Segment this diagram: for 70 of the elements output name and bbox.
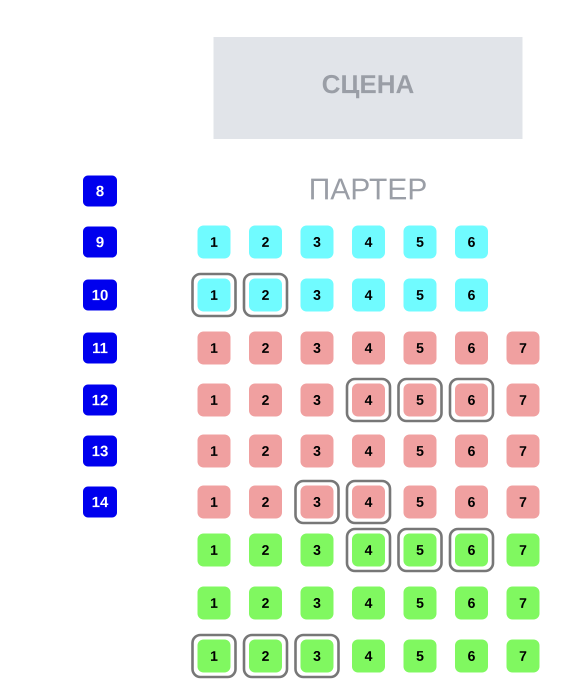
seat: 3 xyxy=(300,332,334,364)
seat: 1 xyxy=(198,534,230,566)
row-number: 14 xyxy=(83,486,117,518)
seat: 2 xyxy=(249,226,282,258)
seat: 4 xyxy=(352,332,385,364)
selected-seat: 3 xyxy=(294,634,340,678)
seat: 4 xyxy=(352,434,385,468)
selected-seat: 4 xyxy=(346,480,392,524)
selected-seat: 4 xyxy=(346,378,392,422)
seat: 1 xyxy=(198,226,230,258)
selected-seat: 2 xyxy=(242,634,288,678)
seat: 5 xyxy=(404,486,436,518)
seat: 6 xyxy=(455,226,488,258)
row-number: 12 xyxy=(83,384,117,416)
seat: 1 xyxy=(198,486,230,518)
seat: 4 xyxy=(352,586,385,620)
row-number: 10 xyxy=(83,280,117,310)
seat: 4 xyxy=(352,640,385,672)
seat: 1 xyxy=(198,332,230,364)
seat: 3 xyxy=(300,226,334,258)
seat: 6 xyxy=(455,640,488,672)
seat: 6 xyxy=(455,332,488,364)
seat: 2 xyxy=(249,332,282,364)
seat: 5 xyxy=(404,278,436,312)
row-number: 8 xyxy=(83,176,117,206)
selected-seat: 6 xyxy=(448,378,494,422)
seat: 6 xyxy=(455,586,488,620)
seat: 5 xyxy=(404,586,436,620)
seat: 5 xyxy=(404,434,436,468)
seat: 6 xyxy=(455,434,488,468)
seat: 7 xyxy=(506,534,540,566)
seat: 2 xyxy=(249,434,282,468)
seat: 2 xyxy=(249,586,282,620)
seat: 5 xyxy=(404,640,436,672)
row-number: 9 xyxy=(83,226,117,258)
seat: 4 xyxy=(352,278,385,312)
row-number: 13 xyxy=(83,436,117,466)
seat: 2 xyxy=(249,534,282,566)
seat: 3 xyxy=(300,434,334,468)
selected-seat: 3 xyxy=(294,480,340,524)
seat: 4 xyxy=(352,226,385,258)
seat: 5 xyxy=(404,332,436,364)
selected-seat: 5 xyxy=(397,378,443,422)
stage-box: СЦЕНА xyxy=(214,37,522,139)
selected-seat: 2 xyxy=(242,272,288,318)
selected-seat: 4 xyxy=(346,528,392,572)
seat: 1 xyxy=(198,586,230,620)
selected-seat: 1 xyxy=(191,272,237,318)
selected-seat: 6 xyxy=(448,528,494,572)
seat: 5 xyxy=(404,226,436,258)
seat: 3 xyxy=(300,586,334,620)
selected-seat: 5 xyxy=(397,528,443,572)
seat: 7 xyxy=(506,586,540,620)
seat: 7 xyxy=(506,640,540,672)
seat: 3 xyxy=(300,278,334,312)
seat: 7 xyxy=(506,384,540,416)
seat: 6 xyxy=(455,486,488,518)
seat: 2 xyxy=(249,384,282,416)
seat: 7 xyxy=(506,434,540,468)
seat: 1 xyxy=(198,434,230,468)
seat: 6 xyxy=(455,278,488,312)
seat: 7 xyxy=(506,332,540,364)
selected-seat: 1 xyxy=(191,634,237,678)
section-label: ПАРТЕР xyxy=(311,178,426,200)
seat: 7 xyxy=(506,486,540,518)
seat: 3 xyxy=(300,534,334,566)
seat: 2 xyxy=(249,486,282,518)
seat: 3 xyxy=(300,384,334,416)
row-number: 11 xyxy=(83,332,117,364)
seat: 1 xyxy=(198,384,230,416)
